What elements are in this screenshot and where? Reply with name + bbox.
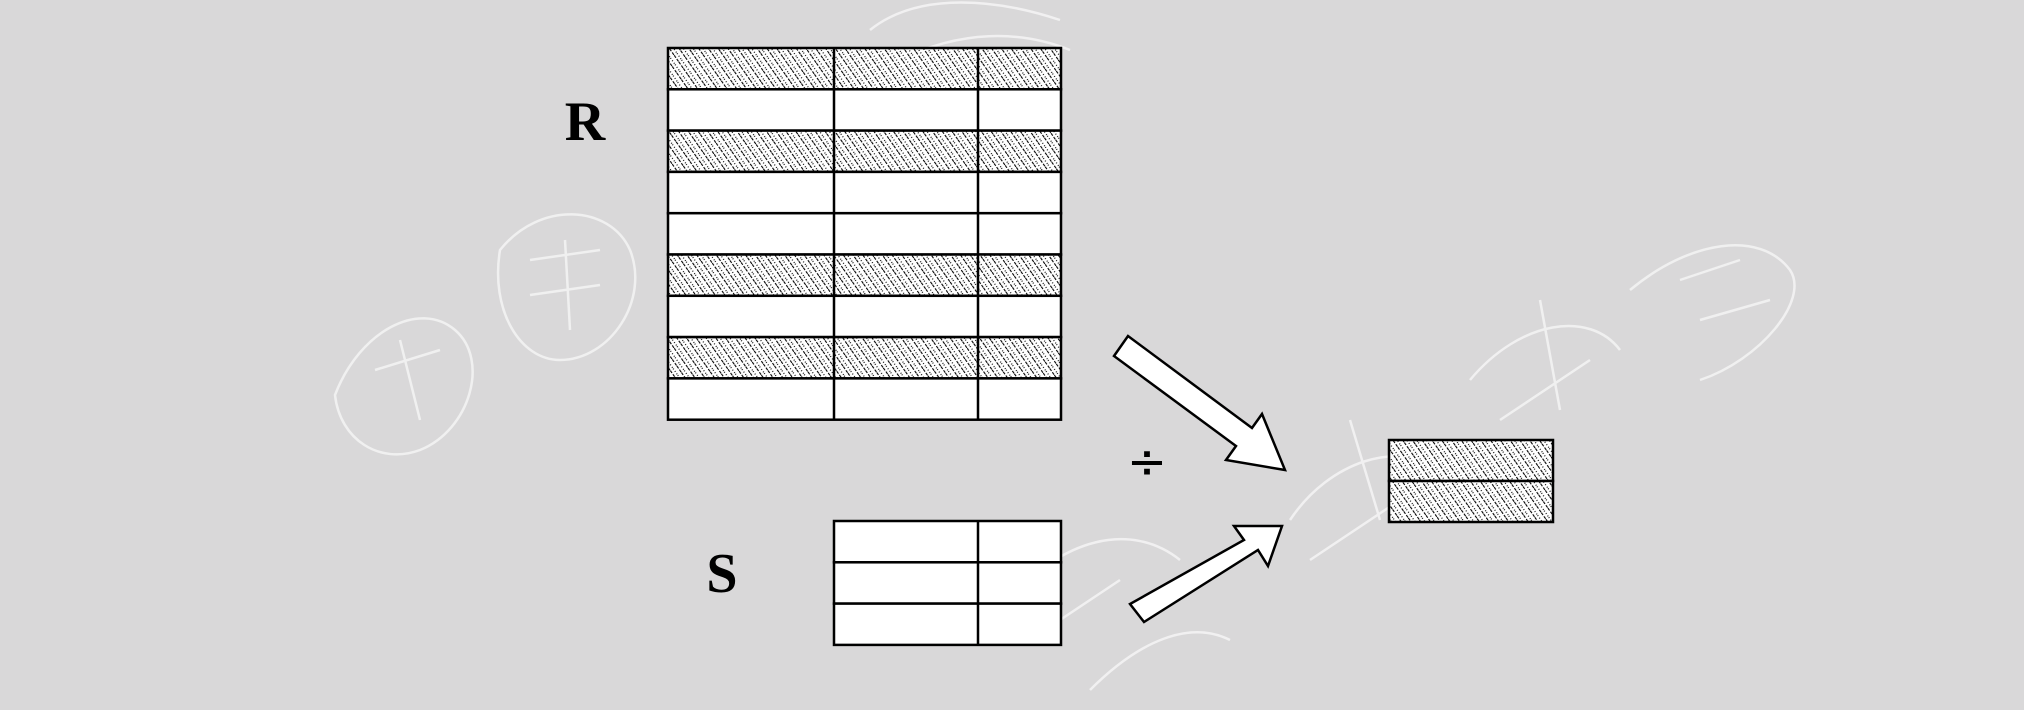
table-row-shaded (1387, 438, 1555, 483)
relation-s-table (832, 519, 1063, 647)
table-row-shaded (666, 46, 1063, 91)
division-operator: ÷ (1127, 434, 1167, 490)
result-table (1387, 438, 1555, 524)
arrow-from-s (1128, 524, 1284, 624)
table-row (832, 602, 1063, 647)
relation-r-label: R (565, 91, 606, 153)
watermark (333, 1, 1796, 691)
table-row (832, 561, 1063, 605)
table-row (832, 519, 1063, 564)
table-row (666, 377, 1063, 421)
table-row (666, 294, 1063, 339)
arrow-from-r (1112, 334, 1288, 472)
relation-s-label: S (706, 543, 737, 605)
relation-r-table (666, 46, 1063, 421)
table-row (666, 211, 1063, 256)
table-row-shaded (666, 129, 1063, 174)
table-row (666, 88, 1063, 132)
table-row-shaded (666, 335, 1063, 380)
table-row-shaded (666, 253, 1063, 298)
table-row-shaded (1387, 479, 1555, 524)
table-row (666, 170, 1063, 215)
